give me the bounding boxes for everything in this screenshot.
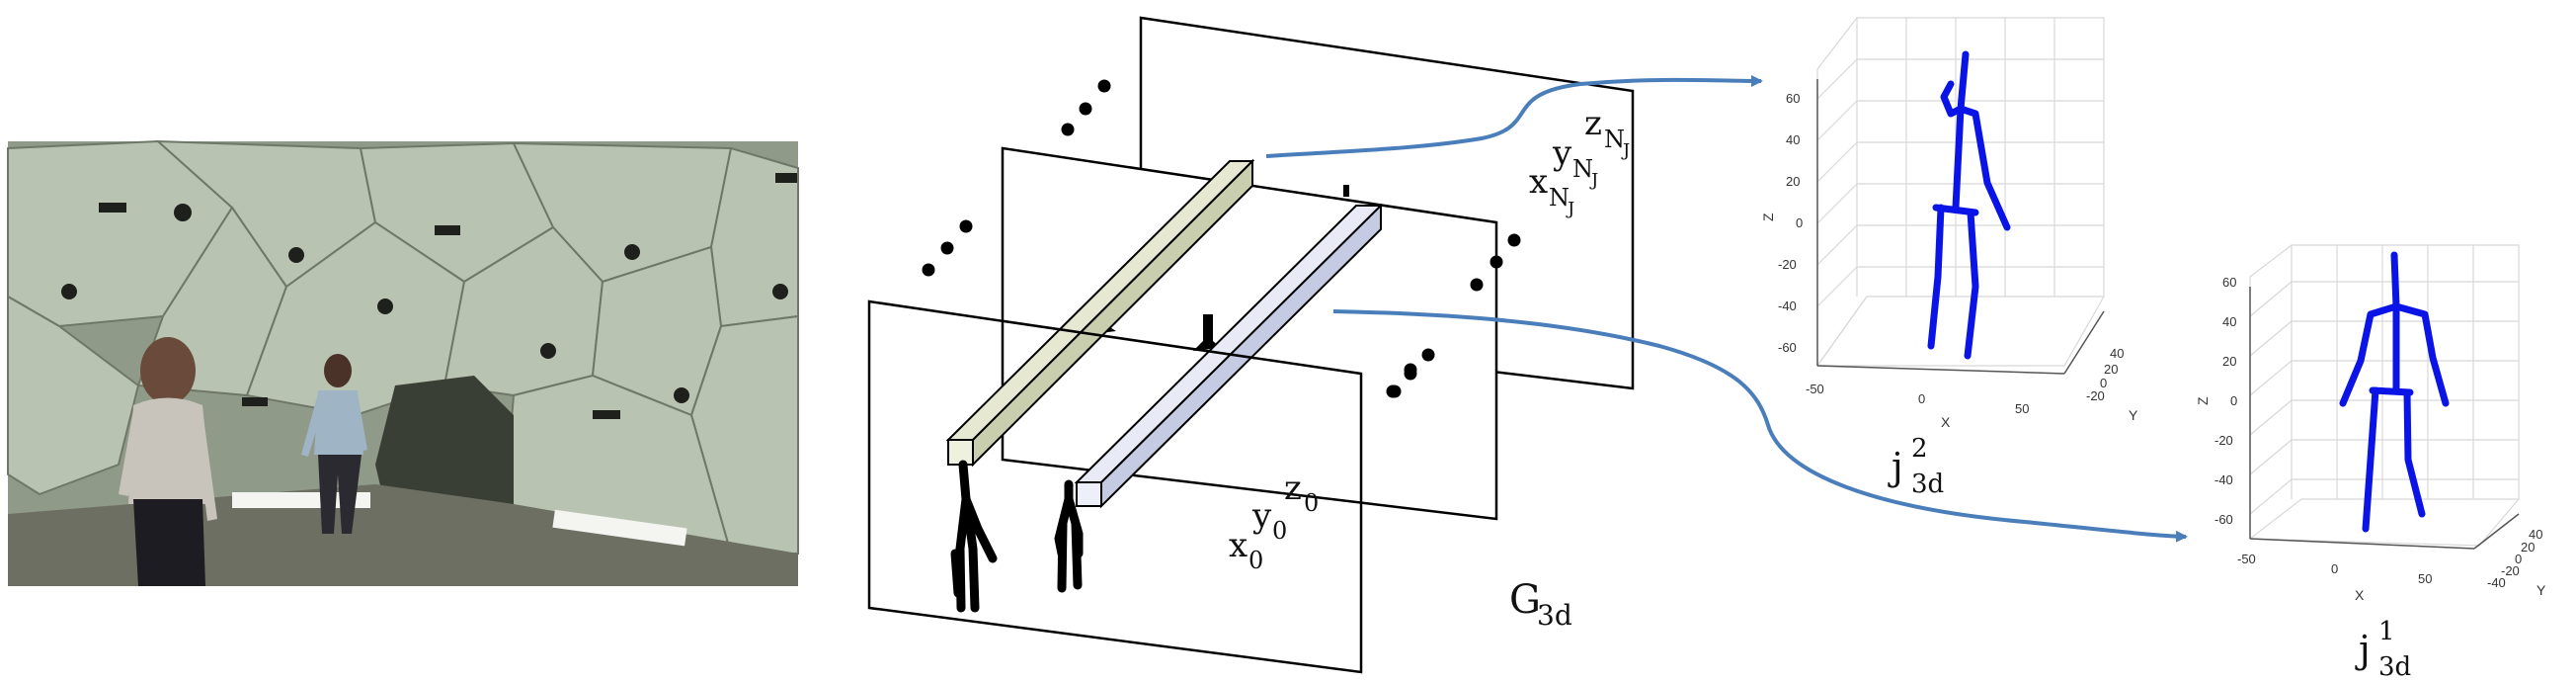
arrow-to-bottom-skeleton bbox=[1332, 309, 2188, 543]
volume-label-sub: 3d bbox=[1537, 599, 1572, 632]
back-z-subsub: J bbox=[1621, 140, 1630, 161]
plot-bottom-z-tick: -20 bbox=[2214, 433, 2233, 448]
front-y-sub: 0 bbox=[1272, 517, 1287, 545]
plot-top-y-tick: -20 bbox=[2086, 388, 2105, 403]
skeleton-top-label-main: j bbox=[1888, 445, 1903, 488]
plot-top-z-tick: -40 bbox=[1778, 299, 1797, 313]
plot-top-z-tick: 20 bbox=[1786, 174, 1800, 189]
plot-bottom-x-label: X bbox=[2355, 587, 2365, 603]
plot-top-z-tick: -60 bbox=[1778, 340, 1797, 355]
plot-bottom-z-tick: 60 bbox=[2222, 275, 2236, 290]
plot-top-x-ticks: -50 0 50 bbox=[1806, 382, 2029, 416]
skeleton-top-label-sub: 3d bbox=[1911, 470, 1944, 499]
back-x-var: x bbox=[1529, 162, 1548, 202]
dome-wall-panels bbox=[7, 139, 799, 585]
front-x-sub: 0 bbox=[1248, 547, 1263, 574]
back-z-var: z bbox=[1584, 104, 1602, 143]
capture-dome-photo bbox=[7, 139, 799, 586]
plot-top-skeleton bbox=[1927, 50, 2011, 360]
front-plane-silhouettes bbox=[950, 460, 1084, 613]
back-y-sub: N bbox=[1572, 155, 1593, 183]
plot-top-x-label: X bbox=[1941, 414, 1951, 430]
plot-bottom-y-tick: -20 bbox=[2501, 563, 2520, 578]
plot-bottom-z-tick: -40 bbox=[2214, 472, 2233, 487]
plot-bottom-x-tick: 0 bbox=[2331, 561, 2338, 576]
camera-icons bbox=[61, 173, 797, 419]
floor-light-2 bbox=[552, 509, 687, 547]
plot-bottom-skeleton bbox=[2339, 251, 2450, 533]
plot-bottom-z-tick: 0 bbox=[2230, 393, 2237, 408]
plot-top-z-tick: 60 bbox=[1786, 91, 1800, 106]
plot-top-x-tick: -50 bbox=[1806, 382, 1824, 396]
plot-bottom-grid bbox=[2249, 244, 2520, 547]
plot-bottom-z-tick: 20 bbox=[2222, 354, 2236, 369]
front-z-sub: 0 bbox=[1304, 489, 1319, 517]
plot-bottom-y-tick: -40 bbox=[2487, 575, 2506, 590]
plot-top-y-tick: 20 bbox=[2104, 362, 2118, 377]
front-x-var: x bbox=[1229, 526, 1248, 565]
back-y-subsub: J bbox=[1589, 170, 1598, 191]
skeleton-top-label: j 2 3d bbox=[1888, 434, 1944, 499]
plot-top-y-tick: 40 bbox=[2110, 346, 2124, 361]
plot-top-z-ticks: 60 40 20 0 -20 -40 -60 bbox=[1778, 91, 1803, 355]
skeleton-bottom-label: j 1 3d bbox=[2355, 617, 2411, 682]
skeleton-bottom-label-sup: 1 bbox=[2378, 617, 2395, 646]
plot-top-z-tick: 0 bbox=[1796, 215, 1803, 230]
plot-top-x-tick: 50 bbox=[2015, 401, 2029, 416]
volume-label-main: G bbox=[1509, 577, 1541, 623]
back-y-var: y bbox=[1552, 133, 1572, 173]
plot-bottom-y-tick: 20 bbox=[2521, 540, 2535, 555]
plot-top-z-tick: 40 bbox=[1786, 132, 1800, 147]
ellipsis-dots-lower-right bbox=[1388, 348, 1435, 398]
plot-bottom-z-label: Z bbox=[2195, 396, 2211, 405]
plot-bottom: 60 40 20 0 -20 -40 -60 Z -50 0 50 X 40 2… bbox=[2195, 244, 2546, 603]
plot-top-x-tick: 0 bbox=[1918, 391, 1925, 406]
plot-bottom-x-ticks: -50 0 50 bbox=[2237, 552, 2432, 586]
skeleton-bottom-label-main: j bbox=[2355, 628, 2371, 671]
person-right-figure bbox=[301, 354, 367, 534]
front-plane bbox=[867, 299, 1363, 674]
back-plane-coordinate-label: x N J y N J z N J bbox=[1529, 104, 1630, 219]
front-z-var: z bbox=[1284, 469, 1302, 508]
plot-bottom-axes bbox=[2249, 287, 2520, 550]
plot-bottom-y-tick: 40 bbox=[2529, 527, 2542, 542]
plot-bottom-x-tick: -50 bbox=[2237, 552, 2256, 566]
plot-top-axes bbox=[1816, 79, 2105, 375]
plot-bottom-x-tick: 50 bbox=[2418, 571, 2432, 586]
back-x-sub: N bbox=[1549, 184, 1570, 212]
plot-top: 60 40 20 0 -20 -40 -60 Z -50 0 50 X 40 2… bbox=[1760, 17, 2138, 430]
skeleton-top-label-sup: 2 bbox=[1911, 434, 1928, 464]
plot-top-z-tick: -20 bbox=[1778, 257, 1797, 272]
volume-label: G 3d bbox=[1509, 577, 1572, 632]
plot-bottom-y-ticks: 40 20 0 -20 -40 bbox=[2487, 527, 2542, 590]
person-left-figure bbox=[119, 337, 217, 586]
plot-bottom-z-tick: 40 bbox=[2222, 314, 2236, 329]
plot-bottom-y-label: Y bbox=[2536, 582, 2546, 598]
voxel-beam-left bbox=[945, 158, 1255, 468]
plot-bottom-z-ticks: 60 40 20 0 -20 -40 -60 bbox=[2214, 275, 2237, 527]
plot-top-y-tick: 0 bbox=[2100, 376, 2107, 390]
dome-floor bbox=[8, 484, 798, 586]
plot-bottom-z-tick: -60 bbox=[2214, 512, 2233, 527]
plot-top-z-label: Z bbox=[1760, 213, 1776, 221]
plot-top-y-ticks: 40 20 0 -20 bbox=[2086, 346, 2124, 403]
skeleton-bottom-label-sub: 3d bbox=[2378, 652, 2411, 682]
back-z-sub: N bbox=[1604, 126, 1625, 153]
arrow-to-top-skeleton bbox=[1265, 74, 1763, 158]
back-x-subsub: J bbox=[1566, 199, 1574, 219]
plot-top-grid bbox=[1816, 17, 2105, 368]
plot-top-y-label: Y bbox=[2129, 407, 2138, 423]
plot-bottom-y-tick: 0 bbox=[2515, 552, 2522, 566]
front-y-var: y bbox=[1251, 496, 1272, 536]
front-plane-coordinate-label: x 0 y 0 z 0 bbox=[1229, 469, 1319, 574]
